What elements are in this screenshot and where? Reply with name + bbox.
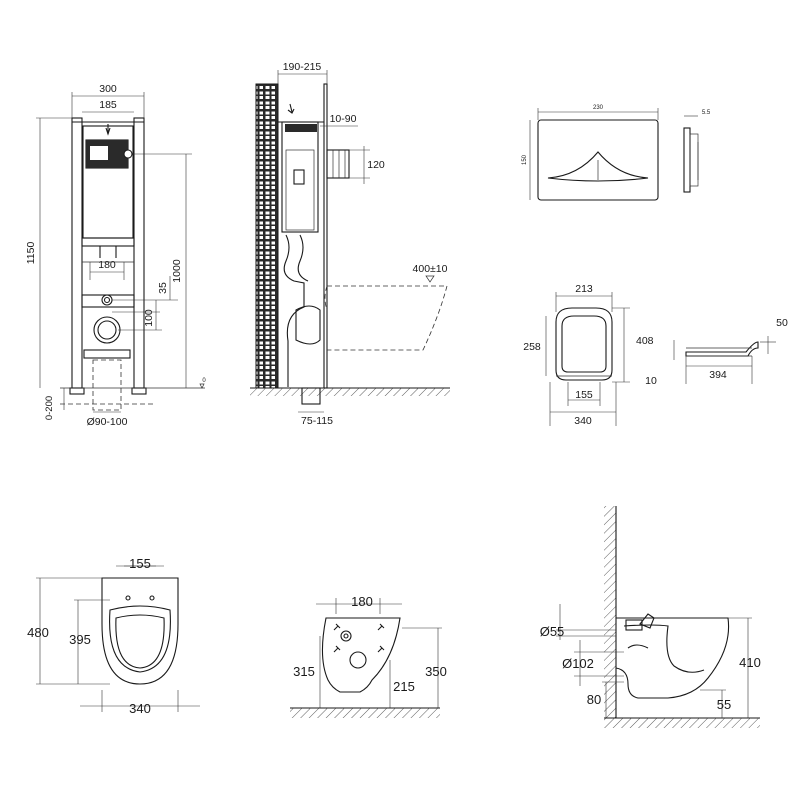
dim-395: 395 [69,632,91,647]
dim-300: 300 [99,83,117,95]
dim-1000: 1000 [171,259,183,283]
dim-150: 150 [522,154,528,165]
dim-75-115: 75-115 [301,415,333,427]
dim-10-seat: 10 [645,375,657,387]
dim-0-200: 0-200 [44,396,55,420]
flush-plate-view: 230 150 5.5 [522,105,711,201]
dim-155-bowl: 155 [129,556,151,571]
frame-side-view: 190-215 10-90 120 400±10 75-115 [250,61,450,427]
dim-213: 213 [575,283,593,295]
dim-120: 120 [367,159,385,171]
dim-80: 80 [587,692,601,707]
dim-d55: Ø55 [540,624,565,639]
dim-100: 100 [143,309,155,327]
dim-d102: Ø102 [562,656,594,671]
zero-level-mark: 0 [202,378,206,384]
dim-180-bowl: 180 [351,594,373,609]
seat-view: 213 258 408 155 340 50 10 394 [523,283,788,427]
dim-185: 185 [99,99,117,111]
dim-394: 394 [709,369,727,381]
dim-350: 350 [425,664,447,679]
dim-408: 408 [636,335,654,347]
bowl-back-view: 180 315 350 215 [290,594,447,718]
dim-5-5: 5.5 [702,110,711,116]
dim-55: 55 [717,697,731,712]
dim-180: 180 [98,259,116,271]
dim-10-90: 10-90 [330,113,357,125]
dim-215: 215 [393,679,415,694]
dim-1150: 1150 [25,242,37,265]
bowl-side-view: Ø55 Ø102 410 80 55 [540,506,761,728]
dim-480: 480 [27,625,49,640]
bowl-top-view: 155 480 395 340 [27,556,200,716]
dim-340-bowl: 340 [129,701,151,716]
dim-35: 35 [157,282,169,294]
dim-410: 410 [739,655,761,670]
dim-340-seat: 340 [574,415,592,427]
dim-155-seat: 155 [575,389,593,401]
dim-50-seat: 50 [776,317,788,329]
dim-400: 400±10 [413,263,448,275]
dim-258: 258 [523,341,541,353]
frame-front-view: 300 185 1150 1000 180 35 100 0-200 Ø90-1… [25,83,206,428]
dim-315: 315 [293,664,315,679]
dim-190-215: 190-215 [283,61,322,73]
dim-230: 230 [593,105,604,111]
dim-d90-100: Ø90-100 [87,416,128,428]
